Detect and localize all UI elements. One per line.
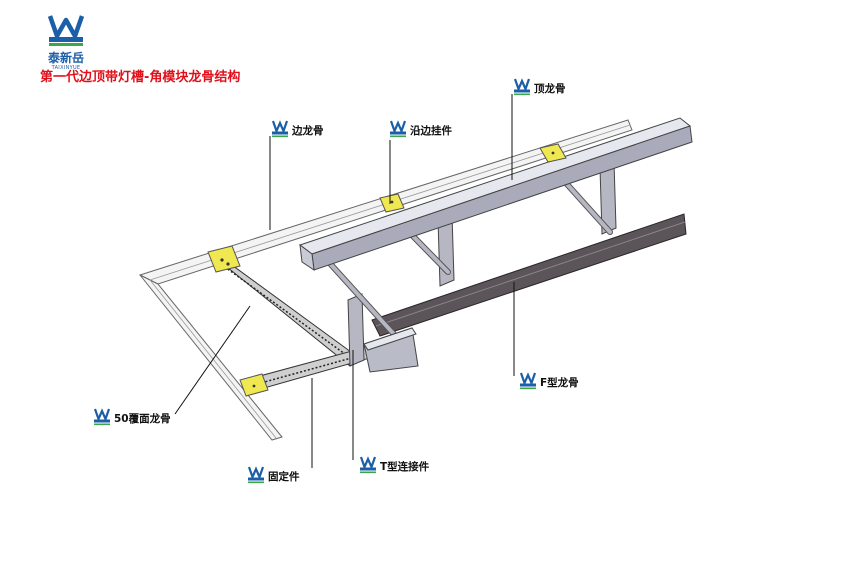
brand-logo-icon [512,77,532,97]
callout-label: 边龙骨 [292,125,324,137]
leader-lines [174,94,515,468]
brand-logo-icon [270,119,290,139]
callout-top-keel: 顶龙骨 [534,81,566,96]
callout-label: T型连接件 [380,461,430,473]
brand-name: 泰新岳 [47,51,84,65]
callout-fixing: 固定件 [268,469,300,484]
callout-t-connector: T型连接件 [380,459,429,474]
callout-label: 沿边挂件 [410,125,452,137]
brand-logo: 泰新岳 TAIXINYUE [40,14,92,71]
brand-logo-icon [246,465,266,485]
t-connector-block [363,327,419,373]
brand-logo-icon [388,119,408,139]
callout-label: 顶龙骨 [534,83,566,95]
brand-logo-icon [518,371,538,391]
callout-label: 固定件 [268,471,300,483]
callout-edge-hanger: 沿边挂件 [410,123,452,138]
brand-logo-icon [358,455,378,475]
brand-name-en: TAIXINYUE [51,65,81,71]
callout-edge-keel: 边龙骨 [292,123,324,138]
page-title: 第一代边顶带灯槽-角模块龙骨结构 [40,70,241,85]
brand-logo-icon [47,15,85,46]
callout-cover-keel: 50覆面龙骨 [114,411,171,426]
callout-f-keel: F型龙骨 [540,375,579,390]
f-keel [371,213,687,337]
brand-logo-icon [92,407,112,427]
callout-label: 50覆面龙骨 [114,413,171,425]
callout-label: F型龙骨 [540,377,579,389]
